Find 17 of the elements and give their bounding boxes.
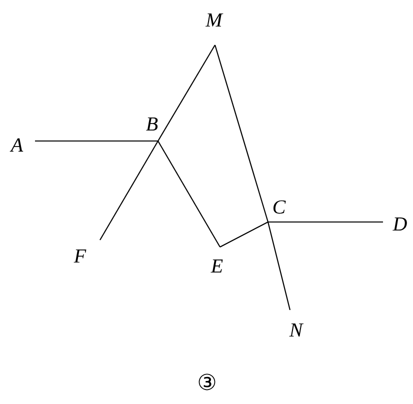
line-segment (35, 140, 158, 142)
point-label: C (273, 200, 286, 214)
figure-number: ③ (198, 374, 216, 390)
line-segment (267, 222, 291, 310)
point-label: B (146, 117, 158, 131)
point-label: A (10, 138, 24, 152)
point-label: E (210, 259, 223, 273)
line-segment (214, 44, 269, 222)
point-label: M (205, 13, 224, 27)
point-label: D (392, 217, 407, 231)
point-label: F (74, 249, 86, 263)
line-segment (158, 140, 220, 248)
point-label: N (289, 323, 304, 337)
line-segment (158, 44, 216, 142)
line-segment (220, 222, 268, 248)
line-segment (268, 221, 383, 223)
line-segment (100, 140, 158, 240)
